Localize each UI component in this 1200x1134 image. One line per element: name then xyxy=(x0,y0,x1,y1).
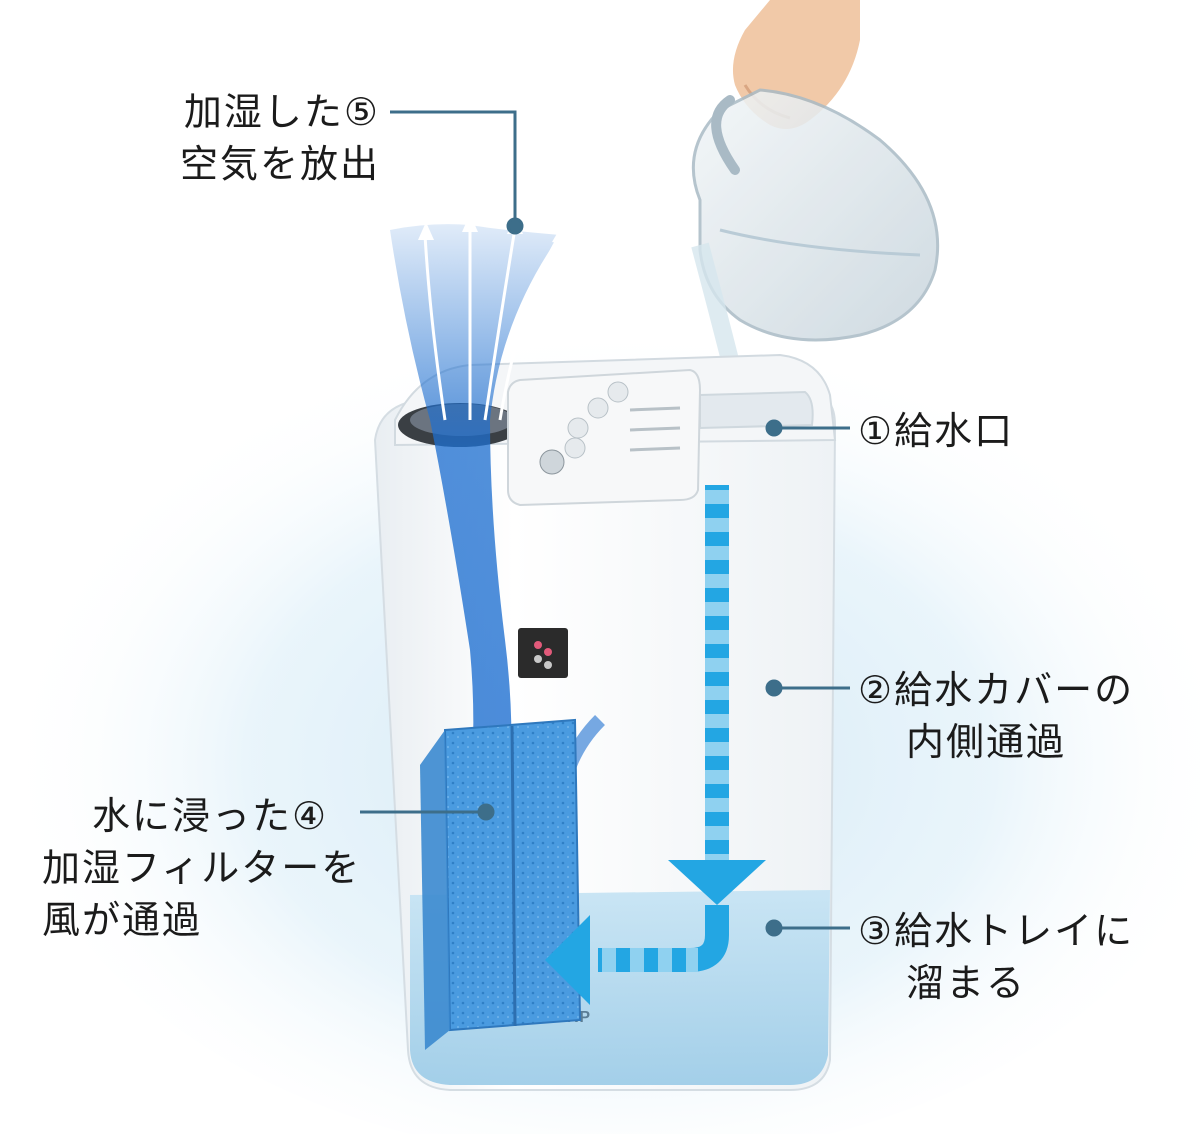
step-4-line-2: 加湿フィルターを xyxy=(42,846,362,890)
filter-icon xyxy=(420,718,582,1050)
step-2-line-1: ②給水カバーの xyxy=(858,668,1135,712)
step-2-line-2: 内側通過 xyxy=(906,720,1067,764)
step-1-label: ①給水口 xyxy=(858,405,1014,457)
control-panel-icon xyxy=(507,368,702,507)
step-2-label: ②給水カバーの 内側通過 xyxy=(858,664,1134,768)
step-1-marker: ① xyxy=(858,409,895,453)
leader-line-5 xyxy=(390,110,517,222)
step-1-line-1: ①給水口 xyxy=(858,409,1015,453)
step-4-line-1: 水に浸った④ xyxy=(92,794,329,838)
step-3-marker: ③ xyxy=(858,909,895,953)
step-4-label: 水に浸った④ 加湿フィルターを 風が通過 xyxy=(42,790,361,946)
step-2-marker: ② xyxy=(858,668,895,712)
step-4-line-3: 風が通過 xyxy=(42,898,203,942)
step-5-line-2: 空気を放出 xyxy=(179,142,380,186)
power-button-icon xyxy=(539,449,565,475)
step-5-label: 加湿した⑤ 空気を放出 xyxy=(108,86,380,190)
step-3-line-2: 溜まる xyxy=(906,961,1027,1005)
step-5-marker: ⑤ xyxy=(343,90,380,134)
leader-lines xyxy=(360,110,850,937)
step-4-marker: ④ xyxy=(292,794,329,838)
step-3-line-1: ③給水トレイに xyxy=(858,909,1135,953)
water-flow-arrow-icon xyxy=(545,485,766,1005)
logo-badge-icon xyxy=(518,628,568,678)
step-5-line-1: 加湿した⑤ xyxy=(183,90,380,134)
step-3-label: ③給水トレイに 溜まる xyxy=(858,905,1134,1009)
